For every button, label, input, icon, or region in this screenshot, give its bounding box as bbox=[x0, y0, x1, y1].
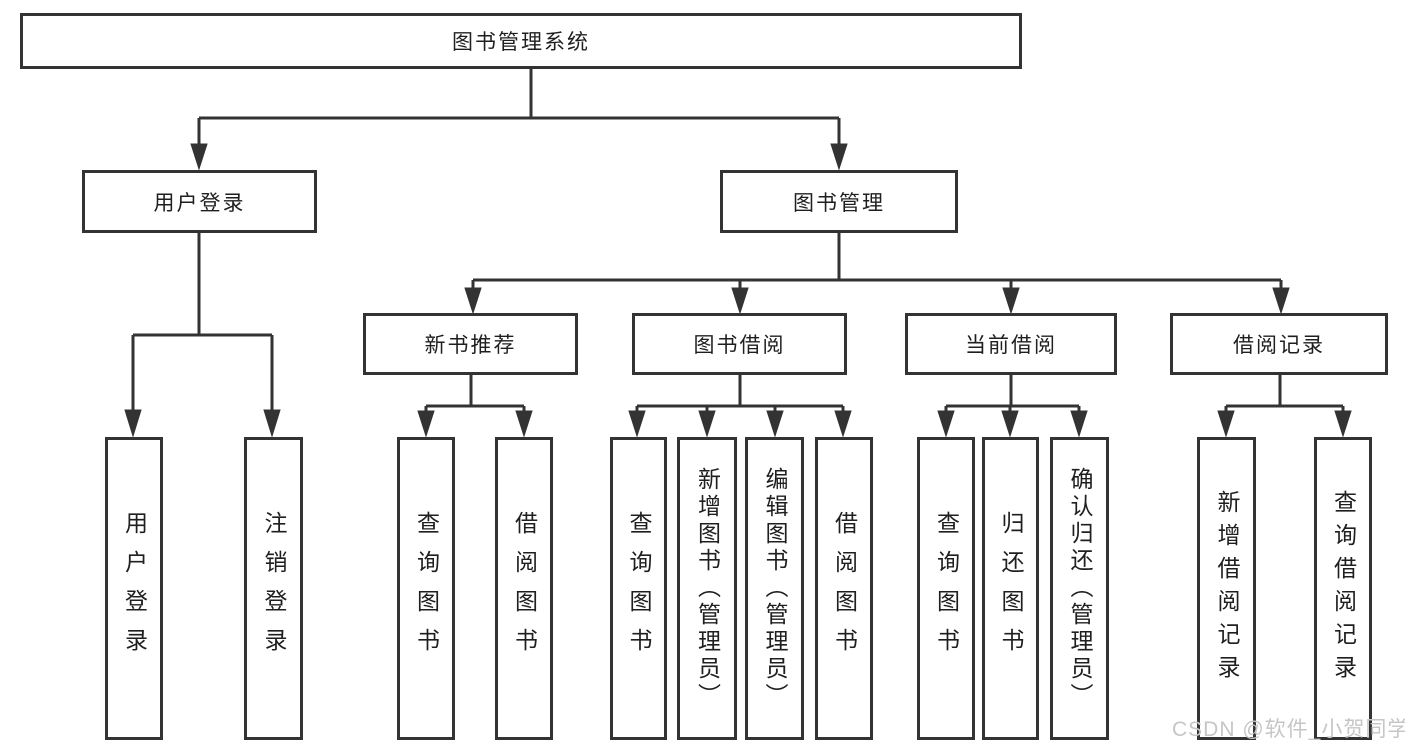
node-label: 图书借阅 bbox=[693, 334, 786, 357]
node-label: 注销登录 bbox=[261, 510, 287, 667]
node-user-login: 用户登录 bbox=[82, 170, 317, 233]
node-label: 图书管理系统 bbox=[452, 31, 590, 54]
node-new-book-recommend: 新书推荐 bbox=[363, 313, 578, 375]
leaf-return-books: 归还图书 bbox=[982, 437, 1039, 740]
node-book-borrowing: 图书借阅 bbox=[632, 313, 847, 375]
node-label: 新书推荐 bbox=[424, 334, 517, 357]
node-label: 当前借阅 bbox=[965, 334, 1057, 357]
node-label: 查询图书 bbox=[933, 510, 960, 667]
node-label: 图书管理 bbox=[793, 191, 885, 215]
node-label: 借阅图书 bbox=[511, 510, 538, 667]
leaf-query-books: 查询图书 bbox=[610, 437, 667, 740]
leaf-edit-books-admin: 编辑图书（管理员） bbox=[745, 437, 804, 740]
node-label: 借阅记录 bbox=[1233, 334, 1325, 357]
node-library-management-system: 图书管理系统 bbox=[20, 13, 1022, 69]
leaf-add-borrow-record: 新增借阅记录 bbox=[1197, 437, 1256, 740]
node-label: 借阅图书 bbox=[831, 510, 858, 667]
node-label: 新增借阅记录 bbox=[1214, 489, 1240, 688]
node-label: 查询图书 bbox=[626, 510, 652, 667]
node-book-management: 图书管理 bbox=[720, 170, 958, 233]
node-current-borrowing: 当前借阅 bbox=[905, 313, 1117, 375]
node-borrowing-records: 借阅记录 bbox=[1170, 313, 1388, 375]
leaf-query-books-recommend: 查询图书 bbox=[397, 437, 455, 740]
node-label: 用户登录 bbox=[153, 191, 246, 215]
node-label: 新增图书（管理员） bbox=[694, 467, 721, 710]
leaf-query-borrow-record: 查询借阅记录 bbox=[1314, 437, 1372, 740]
node-label: 查询借阅记录 bbox=[1330, 489, 1357, 688]
node-label: 归还图书 bbox=[998, 510, 1024, 667]
leaf-add-books-admin: 新增图书（管理员） bbox=[677, 437, 737, 740]
leaf-confirm-return-admin: 确认归还（管理员） bbox=[1050, 437, 1109, 740]
leaf-logout: 注销登录 bbox=[244, 437, 303, 740]
node-label: 用户登录 bbox=[121, 510, 148, 667]
leaf-borrow-books-recommend: 借阅图书 bbox=[495, 437, 553, 740]
node-label: 编辑图书（管理员） bbox=[762, 467, 788, 710]
leaf-query-books-current: 查询图书 bbox=[917, 437, 975, 740]
node-label: 查询图书 bbox=[413, 510, 440, 667]
leaf-user-login: 用户登录 bbox=[105, 437, 163, 740]
csdn-watermark: CSDN @软件_小贺同学 bbox=[1172, 718, 1405, 741]
node-label: 确认归还（管理员） bbox=[1067, 467, 1093, 710]
leaf-borrow-books: 借阅图书 bbox=[815, 437, 873, 740]
